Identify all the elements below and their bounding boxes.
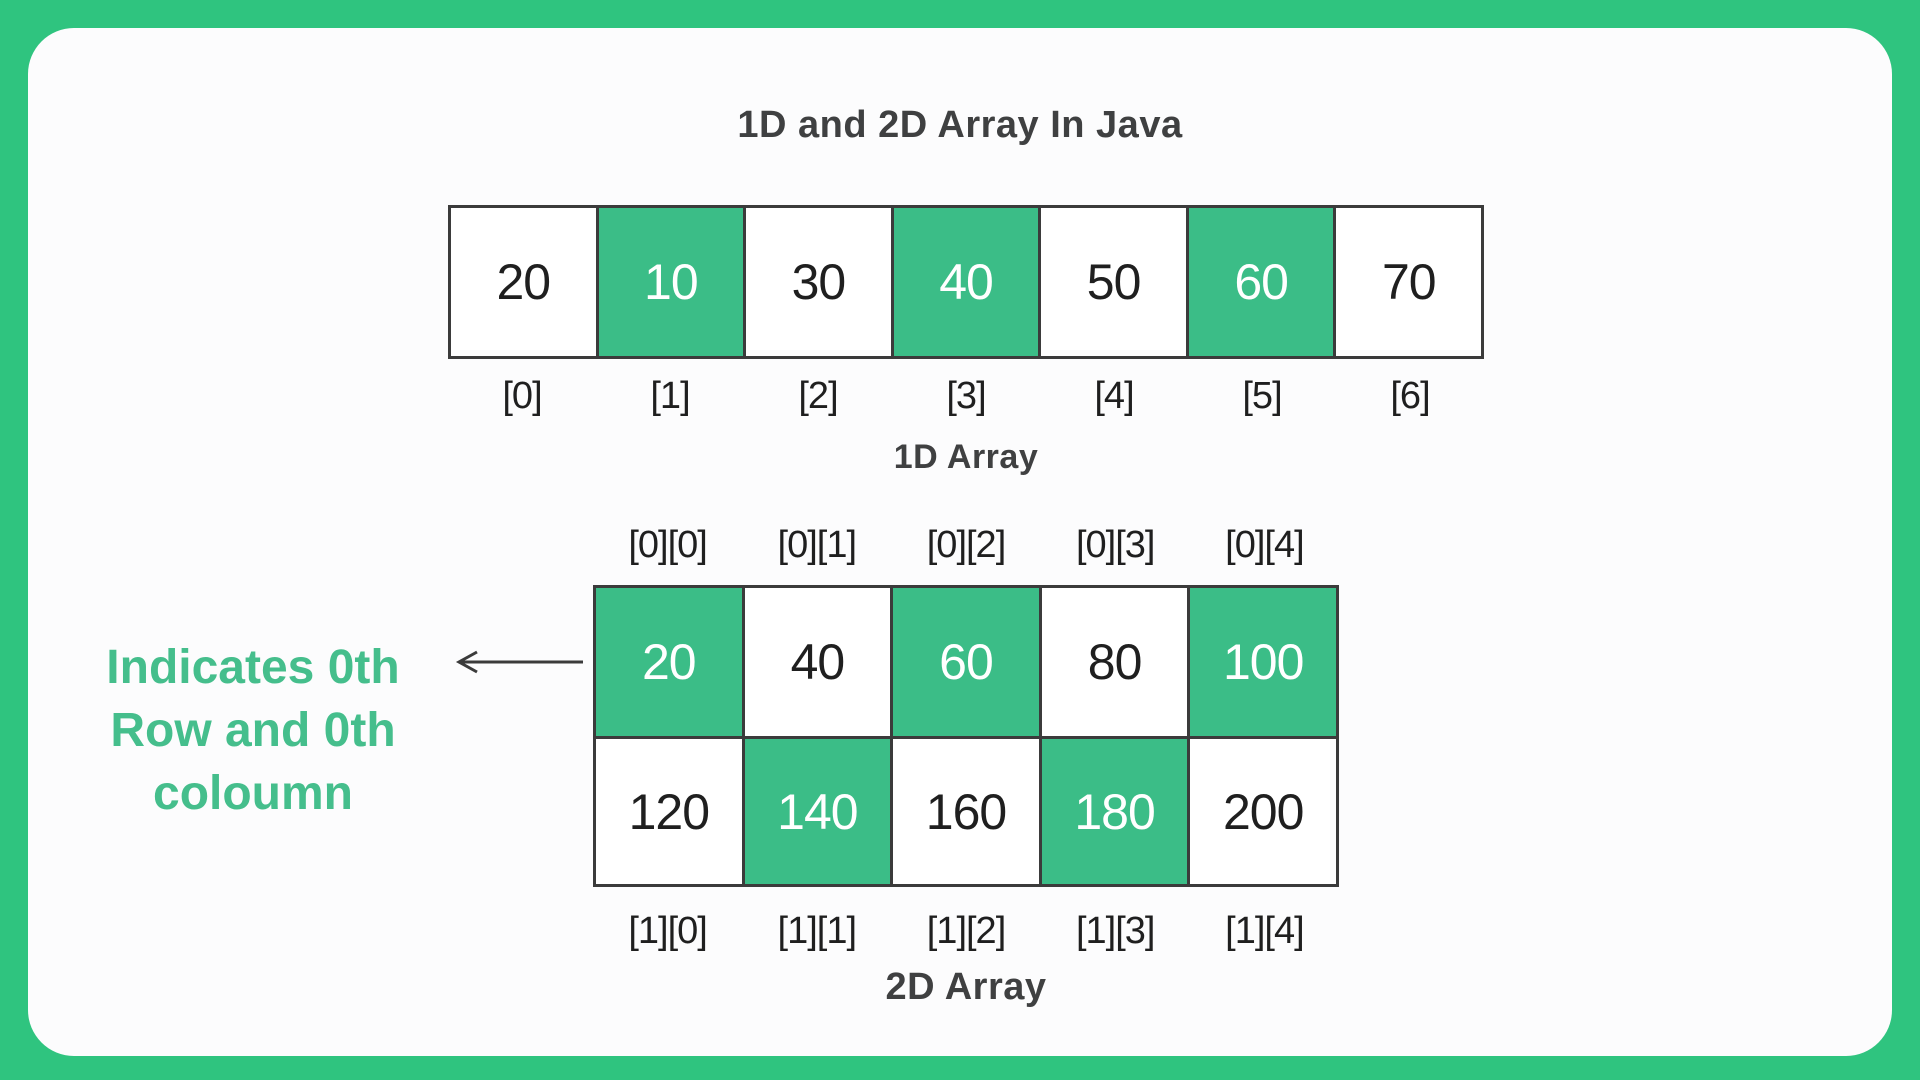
array-2d-cell: 160 bbox=[890, 736, 1039, 884]
index-label: [1][4] bbox=[1225, 910, 1305, 952]
array-1d: 20 10 30 40 50 60 70 bbox=[448, 205, 1484, 359]
array-2d-cell: 60 bbox=[890, 588, 1039, 736]
index-label: [4] bbox=[1094, 375, 1134, 417]
index-label: [0][1] bbox=[777, 524, 858, 566]
array-2d-cell: 180 bbox=[1038, 736, 1188, 884]
index-label: [3] bbox=[946, 375, 986, 417]
index-label: [6] bbox=[1390, 375, 1430, 417]
array-2d-row-0: 20 40 60 80 100 bbox=[596, 588, 1336, 736]
index-label: [5] bbox=[1242, 375, 1282, 417]
annotation-text: Indicates 0th Row and 0th coloumn bbox=[58, 636, 448, 825]
annotation-line-3: coloumn bbox=[153, 767, 353, 820]
index-label: [1][0] bbox=[628, 910, 708, 952]
index-label: [1][2] bbox=[926, 910, 1007, 952]
annotation-line-1: Indicates 0th bbox=[106, 641, 400, 694]
index-label: [1][3] bbox=[1075, 910, 1156, 952]
array-2d-cell: 80 bbox=[1038, 588, 1188, 736]
array-1d-cell: 60 bbox=[1185, 208, 1334, 356]
index-label: [0][3] bbox=[1075, 524, 1156, 566]
index-label: [0][2] bbox=[926, 524, 1007, 566]
left-arrow-icon bbox=[455, 650, 583, 674]
array-1d-cell: 30 bbox=[743, 208, 891, 356]
annotation-line-2: Row and 0th bbox=[110, 704, 396, 757]
array-1d-cell: 70 bbox=[1333, 208, 1481, 356]
array-2d-cell: 200 bbox=[1187, 736, 1336, 884]
array-1d-indices: [0] [1] [2] [3] [4] [5] [6] bbox=[448, 375, 1484, 418]
array-1d-cell: 40 bbox=[890, 208, 1039, 356]
array-2d-top-indices: [0][0] [0][1] [0][2] [0][3] [0][4] bbox=[593, 524, 1339, 567]
array-2d-row-1: 120 140 160 180 200 bbox=[596, 736, 1336, 884]
array-2d-cell: 100 bbox=[1187, 588, 1336, 736]
index-label: [1] bbox=[650, 375, 690, 417]
array-1d-caption: 1D Array bbox=[893, 438, 1039, 476]
array-1d-cell: 10 bbox=[595, 208, 744, 356]
diagram-card: 1D and 2D Array In Java 20 10 30 40 50 6… bbox=[28, 28, 1892, 1056]
index-label: [2] bbox=[798, 375, 838, 417]
array-1d-cell: 20 bbox=[496, 254, 551, 310]
array-2d-cell: 20 bbox=[596, 588, 742, 736]
page-title: 1D and 2D Array In Java bbox=[737, 104, 1183, 146]
array-2d-cell: 40 bbox=[741, 588, 891, 736]
array-2d-bottom-indices: [1][0] [1][1] [1][2] [1][3] [1][4] bbox=[593, 910, 1339, 953]
index-label: [0][4] bbox=[1225, 524, 1305, 566]
index-label: [0][0] bbox=[628, 524, 708, 566]
array-1d-cell: 50 bbox=[1038, 208, 1186, 356]
array-2d: 20 40 60 80 100 120 140 160 180 200 bbox=[593, 585, 1339, 887]
array-2d-cell: 120 bbox=[596, 736, 742, 884]
index-label: [0] bbox=[502, 375, 542, 417]
index-label: [1][1] bbox=[777, 910, 858, 952]
array-2d-caption: 2D Array bbox=[885, 966, 1047, 1008]
array-2d-cell: 140 bbox=[741, 736, 891, 884]
